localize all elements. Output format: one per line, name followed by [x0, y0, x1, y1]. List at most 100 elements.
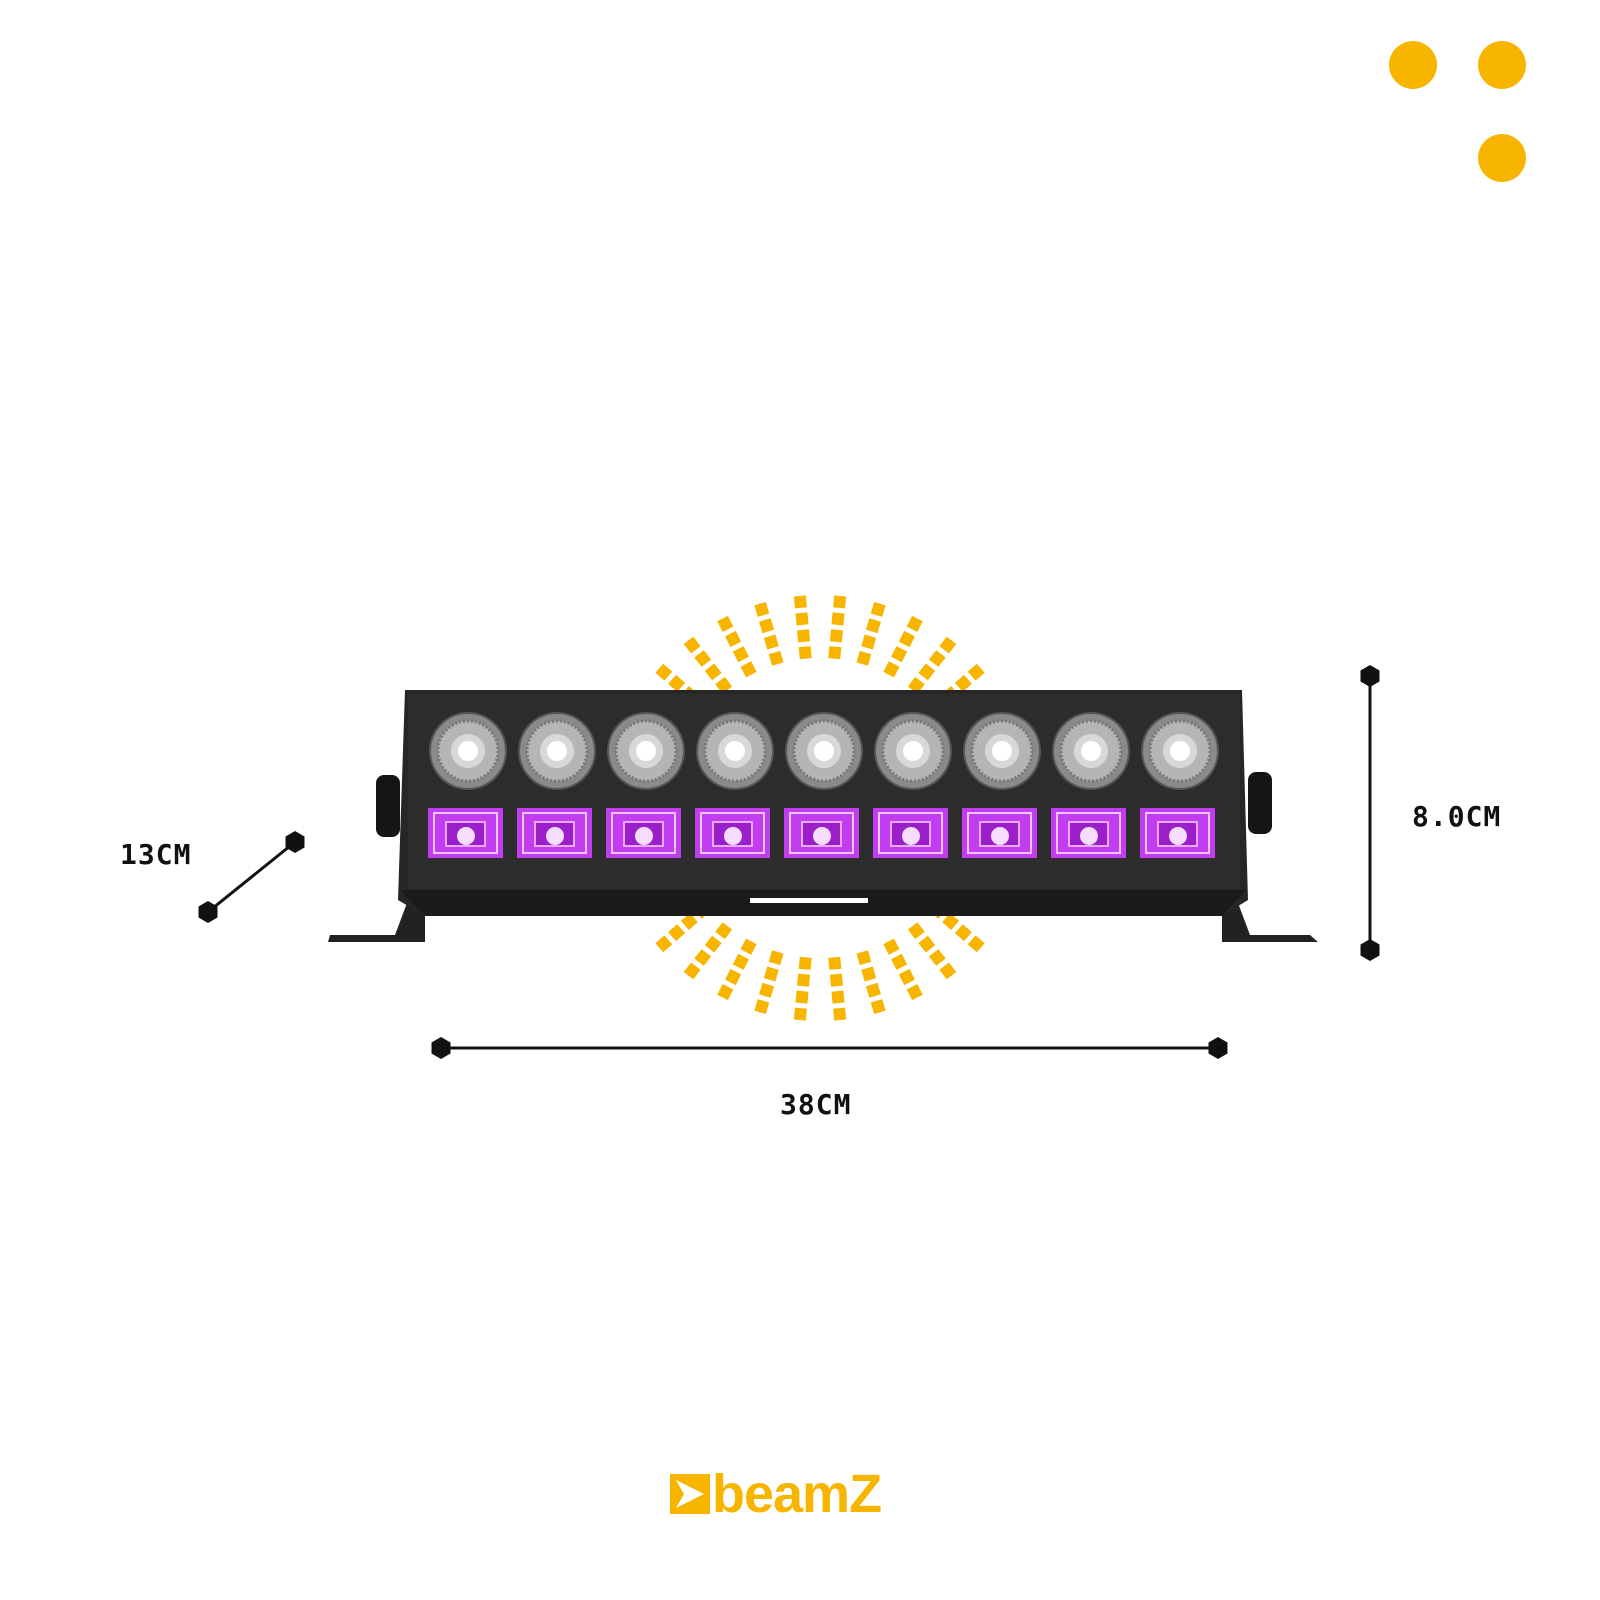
- ray-segment: [763, 634, 779, 650]
- white-led-lens: [785, 712, 863, 790]
- ray-segment: [891, 646, 908, 663]
- ray-segment: [740, 661, 757, 678]
- ray-segment: [798, 646, 812, 660]
- label-strip: [750, 898, 868, 903]
- ray-segment: [732, 646, 749, 663]
- ray-segment: [717, 984, 734, 1001]
- ray-segment: [865, 982, 881, 998]
- ray-segment: [870, 601, 886, 617]
- uv-led: [517, 808, 592, 858]
- ray-segment: [768, 650, 784, 666]
- ray-segment: [883, 661, 900, 678]
- ray-segment: [694, 650, 712, 667]
- ray-segment: [942, 913, 960, 930]
- ray-segment: [939, 636, 957, 654]
- uv-led: [784, 808, 859, 858]
- ray-segment: [680, 913, 698, 930]
- ray-segment: [754, 601, 770, 617]
- light-rays: [655, 595, 985, 1021]
- uv-led: [962, 808, 1037, 858]
- dimension-endpoint: [1360, 939, 1380, 961]
- ray-segment: [793, 595, 807, 609]
- ray-segment: [754, 999, 770, 1015]
- decorative-dot: [1478, 134, 1526, 182]
- ray-segment: [715, 676, 733, 694]
- ray-segment: [793, 1007, 807, 1021]
- ray-segment: [798, 956, 812, 970]
- ray-segment: [829, 629, 843, 643]
- white-led-lens: [607, 712, 685, 790]
- height-label: 8.0CM: [1412, 800, 1502, 833]
- ray-segment: [928, 650, 946, 667]
- uv-led: [695, 808, 770, 858]
- decorative-dot: [1389, 41, 1437, 89]
- logo-text: beamZ: [712, 1464, 882, 1524]
- ray-segment: [795, 990, 809, 1004]
- ray-segment: [694, 949, 712, 966]
- ray-segment: [683, 962, 701, 980]
- ray-segment: [967, 663, 985, 681]
- ray-segment: [829, 973, 843, 987]
- ray-segment: [833, 595, 847, 609]
- white-led-lens: [696, 712, 774, 790]
- ray-segment: [939, 962, 957, 980]
- ray-segment: [683, 636, 701, 654]
- ray-segment: [655, 663, 673, 681]
- width-dimension-line: [431, 1037, 1228, 1059]
- width-label: 38CM: [780, 1088, 852, 1121]
- ray-segment: [732, 953, 749, 970]
- ray-segment: [655, 935, 673, 953]
- ray-segment: [907, 922, 925, 940]
- ray-segment: [918, 663, 936, 681]
- ray-segment: [906, 615, 923, 632]
- ray-segment: [797, 973, 811, 987]
- ray-segment: [768, 950, 784, 966]
- ray-segment: [828, 646, 842, 660]
- ray-segment: [725, 630, 742, 648]
- ray-segment: [704, 663, 722, 681]
- dimension-endpoint: [285, 831, 305, 853]
- ray-segment: [865, 618, 881, 634]
- ray-segment: [759, 618, 775, 634]
- decorative-dot: [1478, 41, 1526, 89]
- ray-segment: [704, 935, 722, 953]
- ray-segment: [954, 924, 972, 942]
- depth-label: 13CM: [120, 838, 192, 871]
- logo-arrow-icon: [670, 1474, 710, 1514]
- height-dimension-line: [1360, 665, 1380, 961]
- ray-segment: [891, 953, 908, 970]
- ray-segment: [795, 612, 809, 626]
- ray-segment: [715, 922, 733, 940]
- white-led-lens: [429, 712, 507, 790]
- ray-segment: [831, 612, 845, 626]
- uv-led: [873, 808, 948, 858]
- ray-segment: [967, 935, 985, 953]
- ray-segment: [763, 966, 779, 982]
- uv-led: [1140, 808, 1215, 858]
- depth-dimension-line: [198, 831, 305, 923]
- white-led-lens: [1052, 712, 1130, 790]
- ray-segment: [883, 938, 900, 955]
- ray-segment: [870, 999, 886, 1015]
- ray-segment: [928, 949, 946, 966]
- ray-segment: [725, 968, 742, 986]
- ray-segment: [898, 968, 915, 986]
- ray-segment: [717, 615, 734, 632]
- uv-led: [1051, 808, 1126, 858]
- ray-segment: [759, 982, 775, 998]
- ray-segment: [740, 938, 757, 955]
- ray-segment: [861, 634, 877, 650]
- ray-segment: [831, 990, 845, 1004]
- ray-segment: [906, 984, 923, 1001]
- beamz-logo: beamZ: [670, 1464, 882, 1524]
- right-knob: [1248, 772, 1272, 834]
- ray-segment: [833, 1007, 847, 1021]
- ray-segment: [918, 935, 936, 953]
- ray-segment: [898, 630, 915, 648]
- right-mounting-foot: [1222, 895, 1318, 942]
- ray-segment: [797, 629, 811, 643]
- white-led-lens: [874, 712, 952, 790]
- dimension-endpoint: [198, 901, 218, 923]
- white-led-lens: [1141, 712, 1219, 790]
